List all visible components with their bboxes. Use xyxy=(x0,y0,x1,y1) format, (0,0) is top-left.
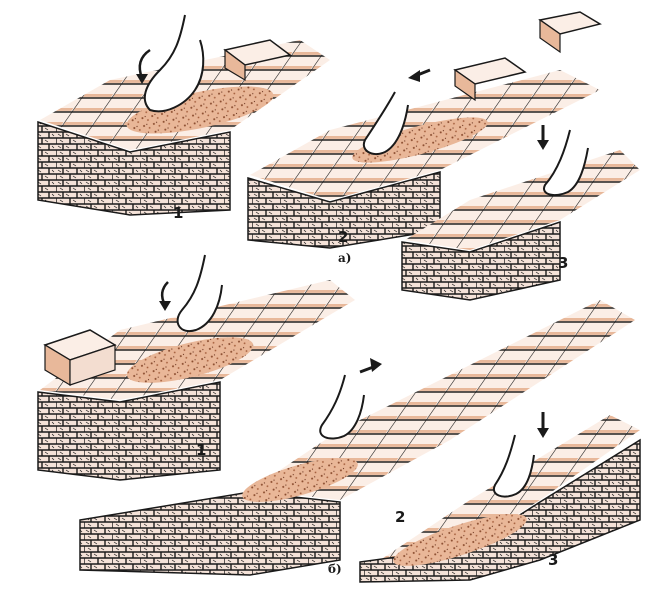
wall-front xyxy=(37,381,221,481)
panel-a1-number: 1 xyxy=(173,204,183,222)
hand-icon xyxy=(362,91,409,156)
wall-front xyxy=(79,491,341,576)
hand-icon xyxy=(492,434,535,498)
panel-b2: 2 xyxy=(79,300,635,576)
panel-b2-number: 2 xyxy=(395,508,405,526)
wall-front xyxy=(37,120,231,216)
hand-icon xyxy=(143,14,205,113)
hand-icon xyxy=(543,129,589,197)
mortar-bed xyxy=(242,458,358,502)
hand-icon xyxy=(319,374,365,440)
mortar-bed xyxy=(393,514,527,566)
group-b-label: б) xyxy=(328,562,342,576)
panel-a2-number: 2 xyxy=(338,228,348,246)
panel-a3: 3 xyxy=(401,11,640,301)
panel-b1: 1 xyxy=(37,254,355,481)
wall-top xyxy=(250,300,635,500)
group-a-label: а) xyxy=(338,251,351,265)
hand-icon xyxy=(176,254,223,333)
panel-b3: 3 xyxy=(359,412,641,583)
mortar-bed xyxy=(126,337,254,383)
wall-front xyxy=(401,220,561,301)
panel-b1-number: 1 xyxy=(196,441,206,459)
panel-a2: 2 xyxy=(247,57,600,249)
loose-brick-side xyxy=(224,48,246,82)
panel-b3-number: 3 xyxy=(548,551,558,569)
panel-a3-number: 3 xyxy=(558,254,568,272)
wall-top xyxy=(40,280,355,400)
panel-a1: 1 xyxy=(37,14,330,222)
mortar-bed xyxy=(126,86,274,134)
